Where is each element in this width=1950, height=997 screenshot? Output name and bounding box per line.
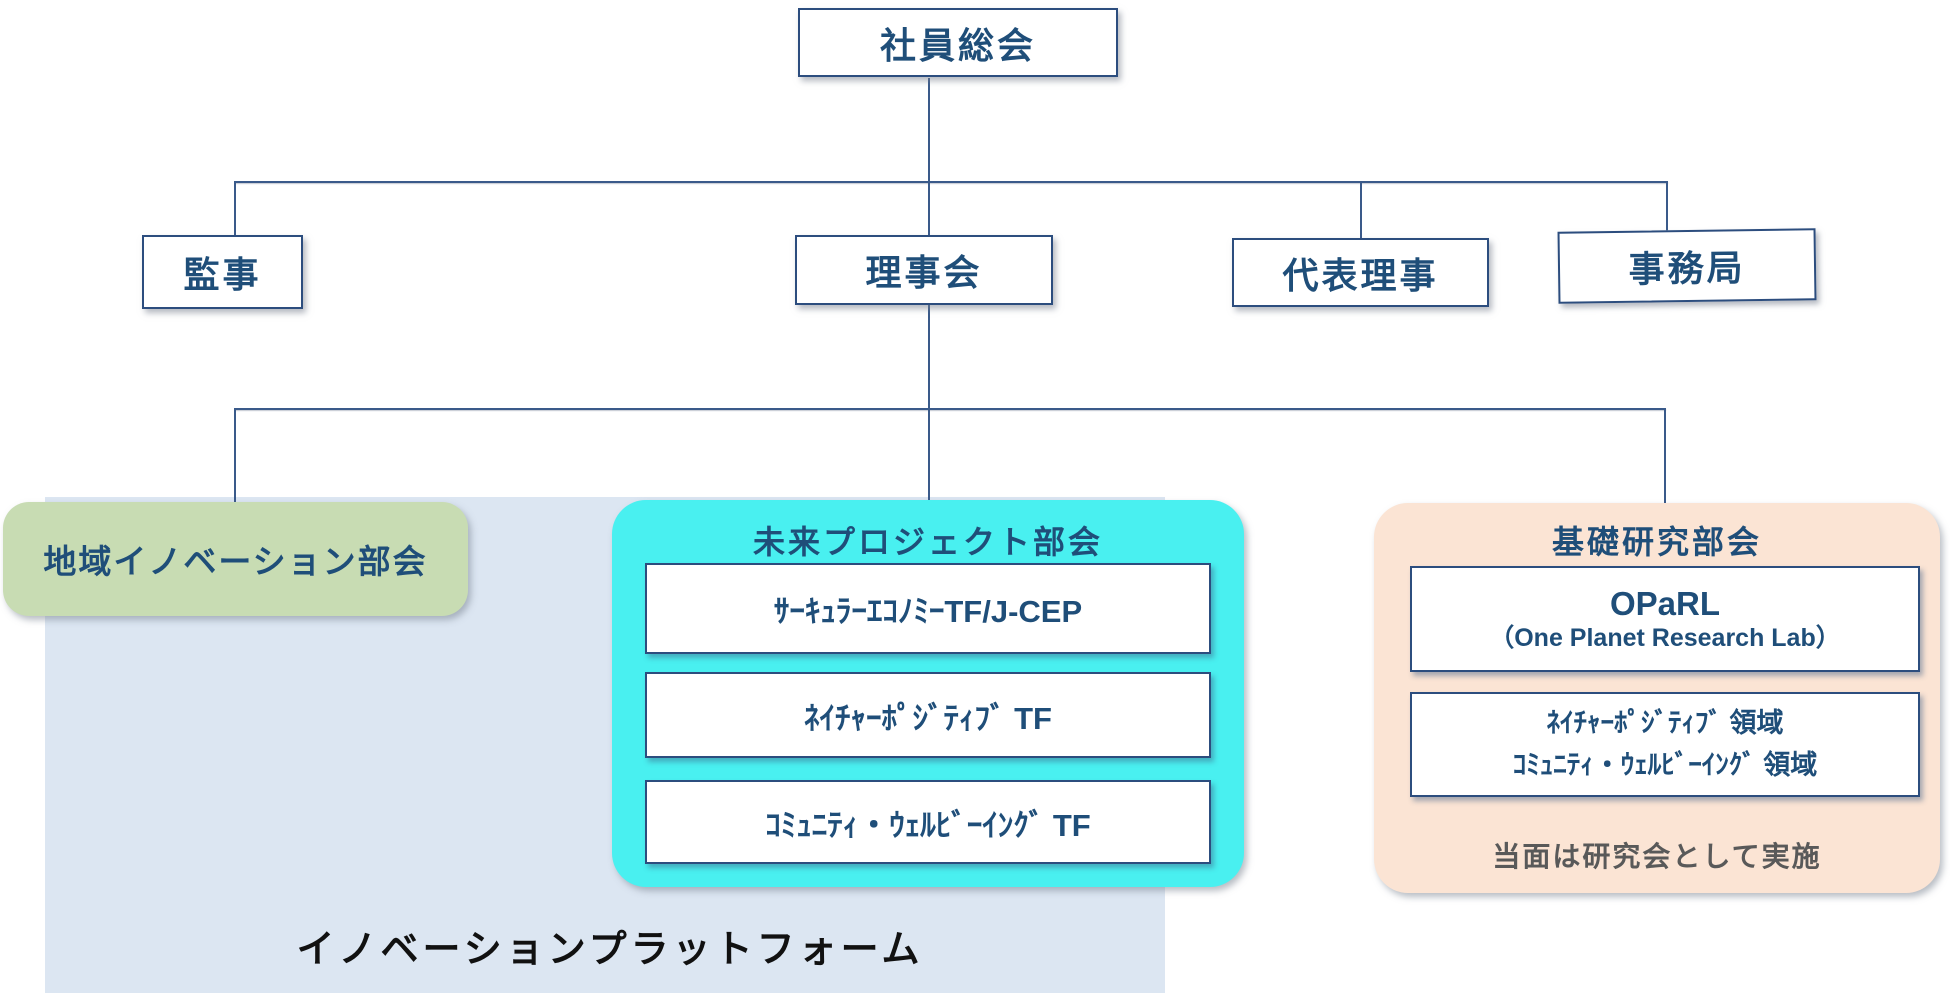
secretariat-box: 事務局 [1557, 228, 1817, 304]
domain-community-wellbeing: ｺﾐｭﾆﾃｨ・ｳｪﾙﾋﾞｰｲﾝｸﾞ 領域 [1512, 749, 1818, 780]
future-project-subcommittee: 未来プロジェクト部会 ｻｰｷｭﾗｰｴｺﾉﾐｰTF/J-CEP ﾈｲﾁｬｰﾎﾟｼﾞ… [612, 500, 1244, 887]
oparl-subtitle: （One Planet Research Lab） [1489, 623, 1841, 652]
connector-line [928, 181, 930, 236]
oparl-name: OPaRL [1609, 585, 1721, 623]
future-project-title: 未来プロジェクト部会 [752, 524, 1103, 560]
connector-line [235, 408, 1666, 410]
connector-line [234, 181, 236, 236]
connector-line [235, 181, 1668, 183]
task-force-nature-positive: ﾈｲﾁｬｰﾎﾟｼﾞﾃｨﾌﾞ TF [645, 672, 1211, 758]
representative-director-box: 代表理事 [1232, 238, 1489, 307]
research-domains-box: ﾈｲﾁｬｰﾎﾟｼﾞﾃｨﾌﾞ 領域 ｺﾐｭﾆﾃｨ・ｳｪﾙﾋﾞｰｲﾝｸﾞ 領域 [1410, 692, 1920, 797]
connector-line [928, 305, 930, 409]
connector-line [1666, 181, 1668, 232]
auditor-box: 監事 [142, 235, 303, 309]
task-force-circular-economy: ｻｰｷｭﾗｰｴｺﾉﾐｰTF/J-CEP [645, 563, 1211, 654]
basic-research-note: 当面は研究会として実施 [1492, 841, 1822, 872]
connector-line [1360, 181, 1362, 239]
general-meeting-box: 社員総会 [798, 8, 1118, 77]
basic-research-title: 基礎研究部会 [1551, 524, 1762, 560]
connector-line [928, 78, 930, 182]
task-force-community-wellbeing: ｺﾐｭﾆﾃｨ・ｳｪﾙﾋﾞｰｲﾝｸﾞ TF [645, 780, 1211, 864]
connector-line [1664, 408, 1666, 505]
connector-line [928, 408, 930, 502]
board-of-directors-box: 理事会 [795, 235, 1053, 305]
basic-research-subcommittee: 基礎研究部会 OPaRL （One Planet Research Lab） ﾈ… [1374, 503, 1940, 893]
connector-line [234, 408, 236, 504]
innovation-platform-label: イノベーションプラットフォーム [296, 929, 924, 971]
domain-nature-positive: ﾈｲﾁｬｰﾎﾟｼﾞﾃｨﾌﾞ 領域 [1546, 707, 1784, 738]
regional-innovation-subcommittee: 地域イノベーション部会 [3, 502, 468, 616]
oparl-box: OPaRL （One Planet Research Lab） [1410, 566, 1920, 672]
